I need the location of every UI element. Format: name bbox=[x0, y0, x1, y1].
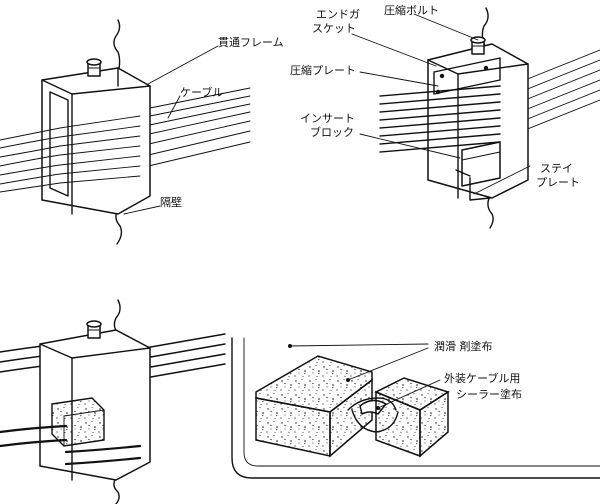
leader-wall bbox=[123, 205, 161, 215]
label-insert-block-2: ブロック bbox=[310, 125, 354, 139]
insert-block bbox=[461, 141, 501, 187]
cable-bundle-right bbox=[139, 87, 251, 169]
label-compression-plate: 圧縮プレート bbox=[290, 63, 356, 77]
insert-block-in-frame bbox=[51, 397, 105, 447]
leader-stay-plate bbox=[473, 165, 531, 195]
leader-lubricant-2 bbox=[347, 347, 429, 381]
label-cable: ケーブル bbox=[180, 85, 223, 99]
leader-insert-block bbox=[359, 133, 461, 159]
cable-bundle-front bbox=[379, 85, 501, 153]
bolt-icon-3 bbox=[86, 320, 102, 339]
leader-sealer bbox=[377, 379, 441, 409]
insert-block-left bbox=[255, 355, 373, 458]
penetration-frame-2 bbox=[427, 43, 529, 199]
label-stay-plate-1: ステイ bbox=[540, 162, 573, 175]
label-end-gasket-1: エンドガ bbox=[316, 8, 360, 21]
wall-line-bottom-bl bbox=[113, 477, 120, 504]
label-end-gasket-2: スケット bbox=[312, 22, 356, 35]
leader-cable bbox=[167, 95, 181, 119]
label-compression-bolt: 圧縮ボルト bbox=[384, 3, 439, 17]
leader-compression-bolt bbox=[413, 13, 479, 41]
label-stay-plate-2: プレート bbox=[536, 176, 580, 189]
label-wall: 隔壁 bbox=[160, 195, 182, 209]
cable-bundle-left bbox=[0, 115, 141, 193]
panel-insertion-view bbox=[0, 299, 226, 504]
label-insert-block-1: インサート bbox=[300, 112, 355, 125]
bolt-icon bbox=[86, 58, 102, 77]
wall-line-bottom-right bbox=[487, 195, 494, 229]
label-sealer-2: シーラー塗布 bbox=[456, 387, 522, 401]
panel-frame-view: 貫通フレーム ケーブル 隔壁 bbox=[0, 19, 284, 245]
panel-assembly-view: エンドガ スケット 圧縮ボルト 圧縮プレート インサート ブロック ステイ プレ… bbox=[290, 3, 600, 229]
wall-line-top-bl bbox=[113, 299, 121, 335]
label-frame: 貫通フレーム bbox=[218, 36, 284, 49]
tray-outline bbox=[231, 337, 600, 479]
label-lubricant: 潤滑 剤塗布 bbox=[434, 339, 493, 353]
insert-block-right bbox=[374, 377, 450, 458]
wall-line-bottom bbox=[115, 209, 123, 245]
leader-lubricant-1 bbox=[289, 343, 429, 347]
panel-block-detail: 潤滑 剤塗布 外装ケーブル用 シーラー塗布 bbox=[231, 337, 600, 479]
leader-compression-plate bbox=[359, 71, 439, 87]
leader-end-gasket bbox=[351, 33, 437, 67]
cable-bundle-back bbox=[519, 49, 600, 133]
label-sealer-1: 外装ケーブル用 bbox=[444, 371, 520, 385]
leader-frame bbox=[147, 45, 219, 85]
wall-line-top bbox=[113, 19, 121, 83]
